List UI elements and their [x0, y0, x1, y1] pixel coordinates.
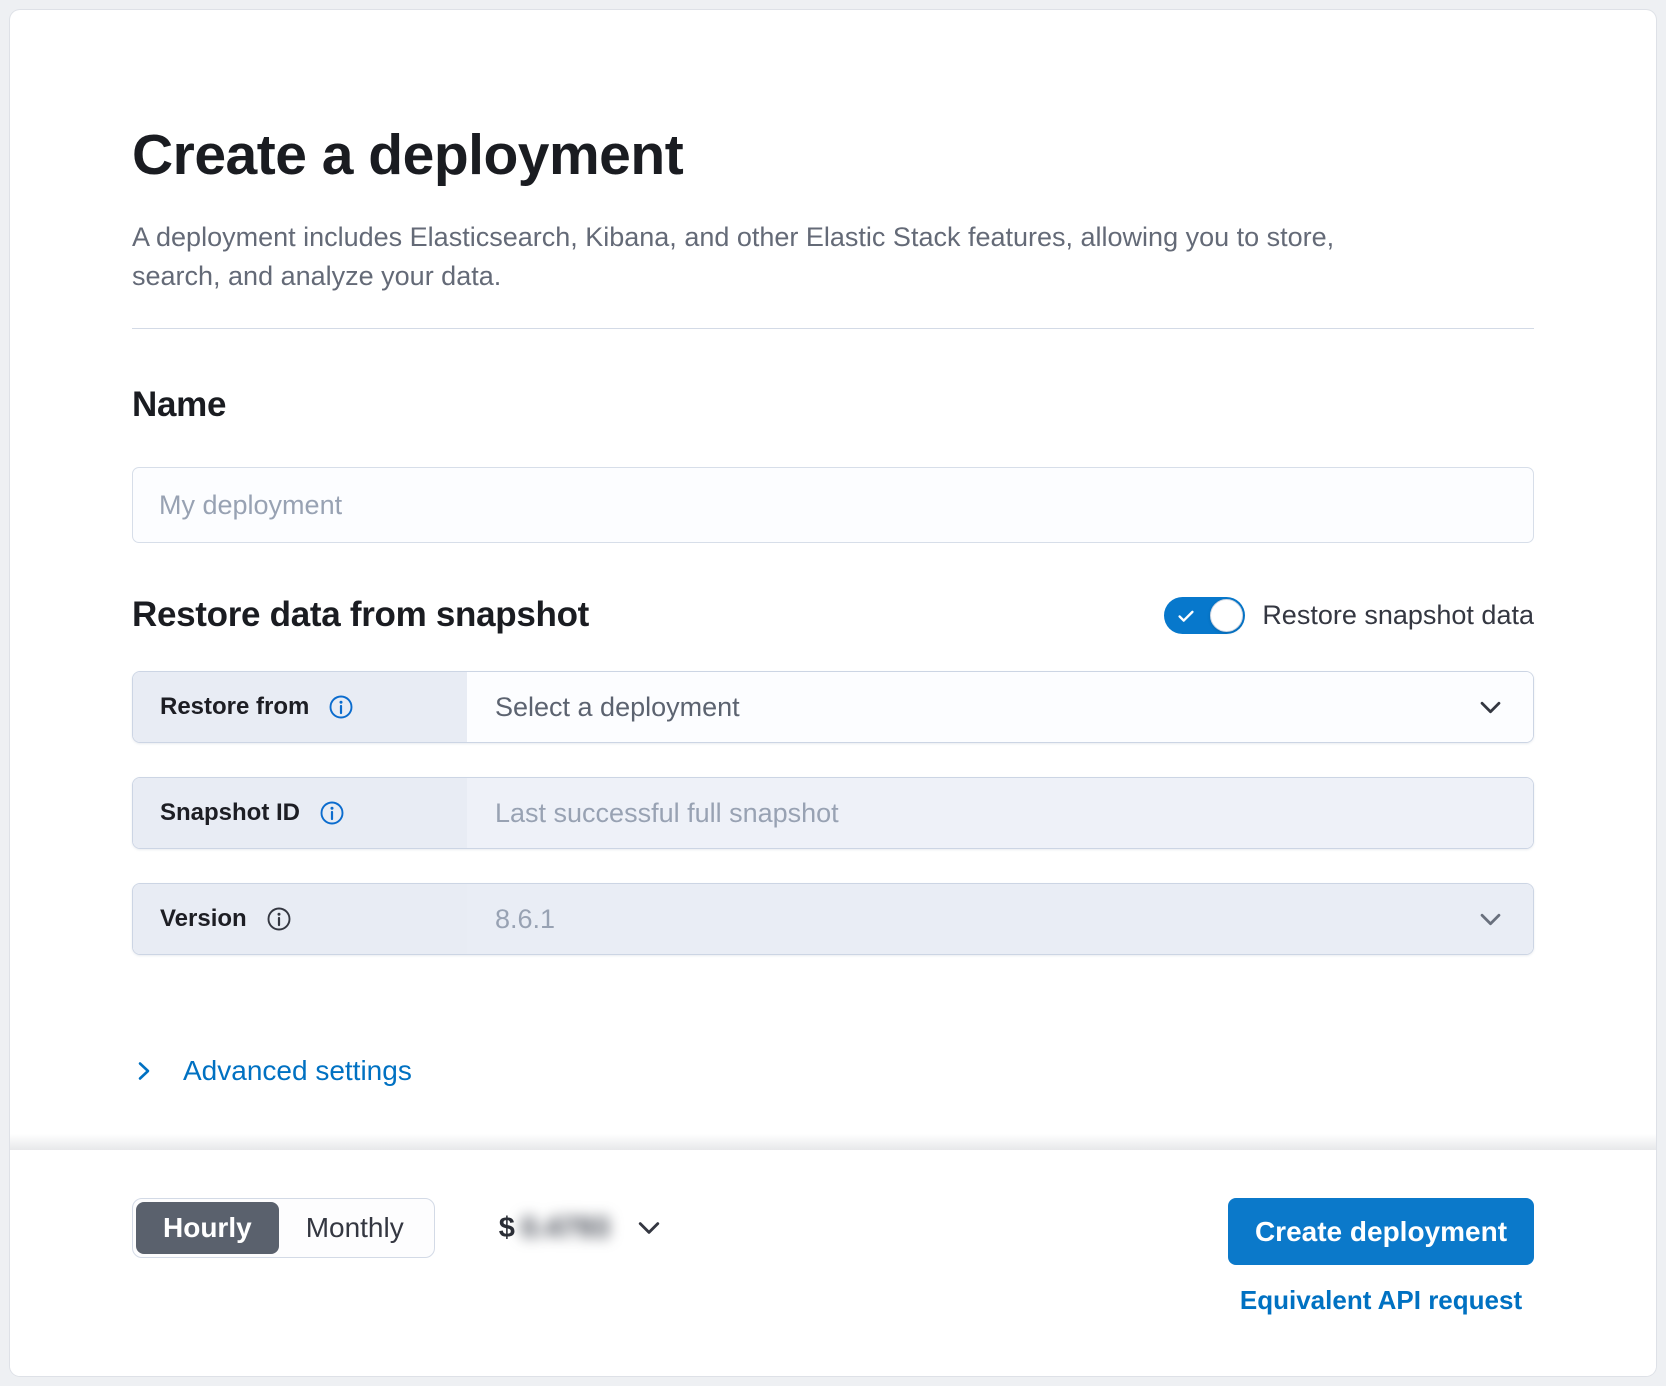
restore-from-label-cell: Restore from [133, 672, 467, 742]
toggle-knob [1210, 598, 1244, 632]
snapshot-section-header: Restore data from snapshot Restore snaps… [132, 595, 1534, 635]
version-row: Version 8.6.1 [132, 883, 1534, 955]
main-content: Create a deployment A deployment include… [10, 10, 1656, 1088]
restore-snapshot-toggle-group: Restore snapshot data [1164, 596, 1534, 634]
equivalent-api-request-link[interactable]: Equivalent API request [1239, 1285, 1523, 1315]
chevron-right-icon [138, 1062, 150, 1080]
divider [132, 328, 1534, 329]
chevron-down-icon [1480, 701, 1501, 713]
snapshot-id-row: Snapshot ID Last successful full snapsho… [132, 777, 1534, 849]
info-icon[interactable] [266, 906, 292, 932]
restore-from-row: Restore from Select a deployment [132, 671, 1534, 743]
restore-from-select[interactable]: Select a deployment [467, 672, 1533, 742]
create-deployment-button[interactable]: Create deployment [1228, 1198, 1534, 1265]
snapshot-id-label-cell: Snapshot ID [133, 778, 467, 848]
snapshot-id-input[interactable]: Last successful full snapshot [467, 778, 1533, 848]
price-value-blurred: 0.4793 [520, 1211, 610, 1244]
restore-from-value: Select a deployment [495, 691, 740, 722]
billing-monthly-button[interactable]: Monthly [279, 1202, 431, 1254]
price-display: $ 0.4793 [499, 1198, 664, 1258]
version-label-cell: Version [133, 884, 467, 954]
name-section-heading: Name [132, 385, 227, 424]
version-label: Version [160, 905, 247, 932]
footer-actions: Create deployment Equivalent API request [1228, 1198, 1534, 1316]
price-currency: $ [498, 1211, 515, 1244]
footer-bar: Hourly Monthly $ 0.4793 Create deploymen… [10, 1134, 1656, 1376]
page-subtitle: A deployment includes Elasticsearch, Kib… [132, 222, 1335, 291]
deployment-name-input[interactable] [132, 467, 1534, 543]
restore-from-label: Restore from [160, 693, 310, 720]
advanced-settings-label: Advanced settings [183, 1055, 412, 1086]
chevron-down-icon [1480, 913, 1501, 925]
snapshot-id-placeholder: Last successful full snapshot [495, 797, 839, 828]
snapshot-section-heading: Restore data from snapshot [132, 595, 590, 634]
page-title: Create a deployment [132, 123, 684, 187]
snapshot-id-label: Snapshot ID [160, 799, 301, 826]
restore-snapshot-toggle-label: Restore snapshot data [1262, 599, 1534, 630]
check-icon [1178, 610, 1194, 622]
chevron-down-icon[interactable] [634, 1213, 664, 1243]
version-select[interactable]: 8.6.1 [467, 884, 1533, 954]
create-deployment-panel: Create a deployment A deployment include… [10, 10, 1656, 1376]
version-value: 8.6.1 [495, 903, 556, 934]
advanced-settings-link[interactable]: Advanced settings [132, 1055, 412, 1087]
info-icon[interactable] [328, 694, 354, 720]
billing-period-group: Hourly Monthly [132, 1198, 435, 1258]
restore-snapshot-toggle[interactable] [1164, 596, 1246, 634]
billing-hourly-button[interactable]: Hourly [136, 1202, 279, 1254]
info-icon[interactable] [319, 800, 345, 826]
